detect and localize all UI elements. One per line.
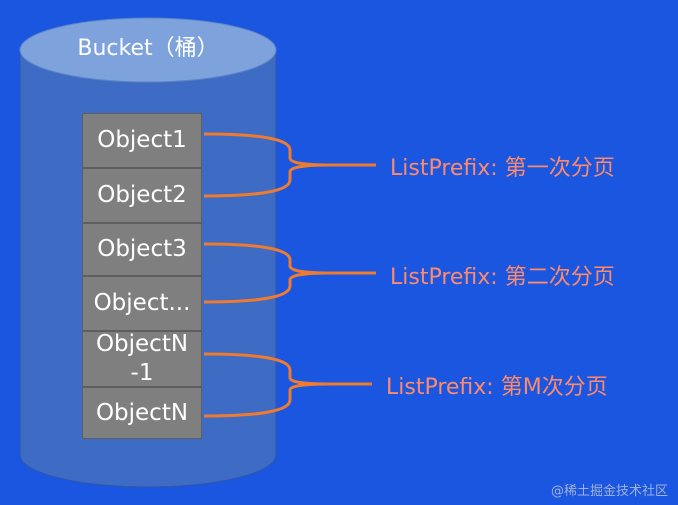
page-label-m: ListPrefix: 第M次分页: [386, 375, 608, 400]
watermark: @稀土掘金技术社区: [550, 484, 668, 499]
bucket-title: Bucket（桶）: [77, 36, 219, 61]
object-label-line1: ObjectN: [95, 331, 189, 358]
page-brace-3: [203, 352, 372, 418]
page-label-2: ListPrefix: 第二次分页: [390, 265, 615, 290]
object-label: Object1: [97, 127, 187, 154]
bucket-cylinder-top: [19, 17, 277, 83]
page-label-1: ListPrefix: 第一次分页: [390, 156, 615, 181]
object-label-line2: -1: [130, 360, 154, 386]
page-brace-1: [203, 132, 376, 198]
object-label: Object3: [97, 236, 187, 263]
object-box-n-minus-1: ObjectN -1: [82, 331, 202, 387]
object-label: Object...: [93, 290, 191, 317]
object-box-2: Object2: [82, 168, 202, 223]
page-brace-2: [203, 242, 376, 304]
object-box-n: ObjectN: [82, 387, 202, 439]
object-box-ellipsis: Object...: [82, 276, 202, 331]
object-label: Object2: [97, 182, 187, 209]
object-label: ObjectN: [95, 399, 189, 426]
object-box-1: Object1: [82, 113, 202, 168]
object-box-3: Object3: [82, 223, 202, 276]
